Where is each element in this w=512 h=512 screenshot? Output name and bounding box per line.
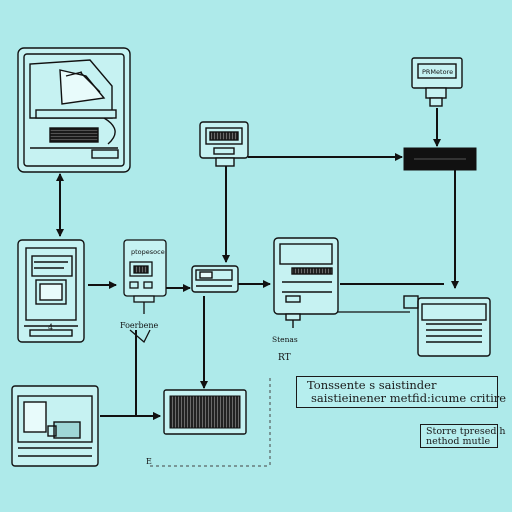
workstation-device bbox=[11, 385, 99, 467]
sensor-module-caption: Foerbene bbox=[120, 321, 158, 330]
computer-code: RT bbox=[278, 353, 291, 363]
server-device bbox=[403, 295, 491, 357]
note-line-1: Storre tpresed h bbox=[426, 426, 506, 437]
computer-tower-device bbox=[273, 237, 339, 328]
connector-lines bbox=[56, 108, 459, 420]
gateway-device bbox=[403, 147, 477, 171]
control-panel-device bbox=[17, 239, 85, 343]
left-panel-mark: 4 bbox=[48, 323, 53, 332]
computer-caption: Stenas bbox=[272, 335, 298, 344]
display-device bbox=[411, 57, 463, 107]
description-line-1: Tonssente s saistinder bbox=[307, 378, 437, 392]
note-line-2: nethod mutle bbox=[426, 436, 491, 447]
printer-device bbox=[17, 47, 131, 173]
router-device bbox=[191, 265, 239, 293]
bottom-mark: E bbox=[146, 457, 152, 466]
description-line-2: saistieinener metfid:icume critire bbox=[311, 391, 507, 405]
camera-monitor-device bbox=[199, 121, 249, 167]
storage-array-device bbox=[163, 389, 247, 435]
display-label: PRMetore bbox=[422, 68, 453, 76]
dashed-separator bbox=[150, 378, 271, 467]
sensor-module-device bbox=[123, 239, 167, 344]
description-box: Tonssente s saistinder saistieinener met… bbox=[296, 376, 506, 408]
note-box: Storre tpresed h nethod mutle bbox=[420, 424, 506, 448]
sensor-module-label: ptopesoce bbox=[131, 248, 165, 256]
